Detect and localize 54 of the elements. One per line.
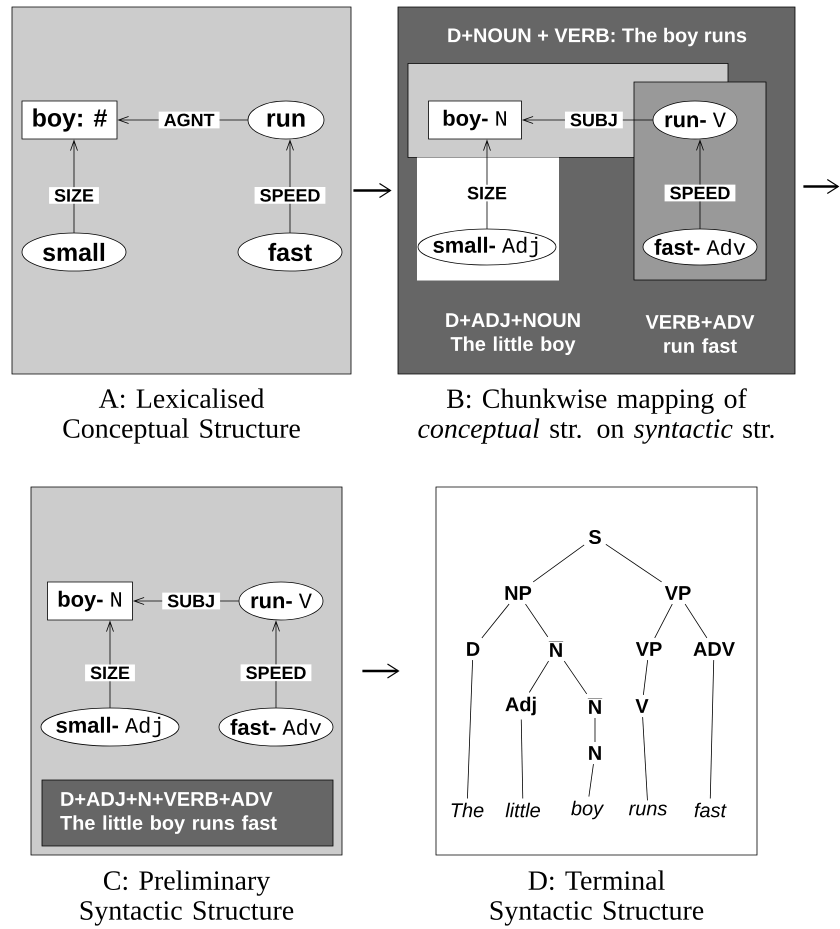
edge-label: SUBJ xyxy=(162,592,220,610)
branch-line xyxy=(525,604,548,638)
tree-label: N xyxy=(548,642,564,657)
concept-box: boy- N xyxy=(428,100,522,140)
tree-label: N xyxy=(589,746,601,760)
branch-line xyxy=(594,718,596,742)
branch-line xyxy=(528,660,549,693)
tree-label: V xyxy=(636,699,648,713)
edge-label: SIZE xyxy=(85,664,135,682)
edge-label: SUBJ xyxy=(564,112,623,128)
word: boy xyxy=(571,800,604,820)
branch-line xyxy=(564,660,588,694)
tree-label: S xyxy=(588,530,601,544)
sentence-bar: D+ADJ+N+VERB+ADV The little boy runs fast xyxy=(42,780,334,846)
panel-heading: D+NOUN + VERB: The boy runs xyxy=(448,28,746,46)
panel-caption: D: Terminal Syntactic Structure xyxy=(490,870,704,926)
edge-label: SPEED xyxy=(240,664,312,682)
branch-line xyxy=(481,604,510,638)
branch-line xyxy=(467,660,473,799)
panel-caption: B: Chunkwise mapping of conceptual str. on syntactic str. xyxy=(418,388,774,444)
arrow xyxy=(353,183,392,198)
word: fast xyxy=(694,802,727,818)
tree-label: D xyxy=(467,642,480,656)
concept-box: boy: # xyxy=(22,100,118,140)
tree-label: VP xyxy=(636,642,662,656)
branch-line xyxy=(642,660,648,696)
branch-line xyxy=(532,544,585,582)
concept-box: boy- N xyxy=(47,582,133,620)
arrow xyxy=(803,179,840,194)
tree-label: Adj xyxy=(505,696,536,716)
word: little xyxy=(506,802,540,818)
tree-label: ADV xyxy=(693,642,735,656)
arrow xyxy=(362,664,400,679)
edge-label: SIZE xyxy=(462,184,512,202)
edge-label: AGNT xyxy=(158,112,220,128)
tree-label: N xyxy=(588,698,602,714)
branch-line xyxy=(588,764,594,797)
edge-label: SIZE xyxy=(49,187,99,204)
word: The xyxy=(452,802,484,818)
chunk-label: D+ADJ+NOUN The little boy xyxy=(446,313,580,355)
branch-line xyxy=(684,604,708,638)
edge-label: SPEED xyxy=(664,184,736,202)
edge-label: SPEED xyxy=(254,187,326,204)
tree-label: VP xyxy=(664,586,691,600)
chunk-label: VERB+ADV run fast xyxy=(646,315,754,353)
branch-line xyxy=(520,719,524,799)
tree-label: NP xyxy=(505,586,532,600)
word: runs xyxy=(628,804,667,816)
branch-line xyxy=(605,544,662,582)
branch-line xyxy=(710,660,714,799)
branch-line xyxy=(654,604,673,638)
panel-caption: A: Lexicalised Conceptual Structure xyxy=(63,388,300,444)
branch-line xyxy=(642,716,648,801)
panel-caption: C: Preliminary Syntactic Structure xyxy=(80,870,294,926)
